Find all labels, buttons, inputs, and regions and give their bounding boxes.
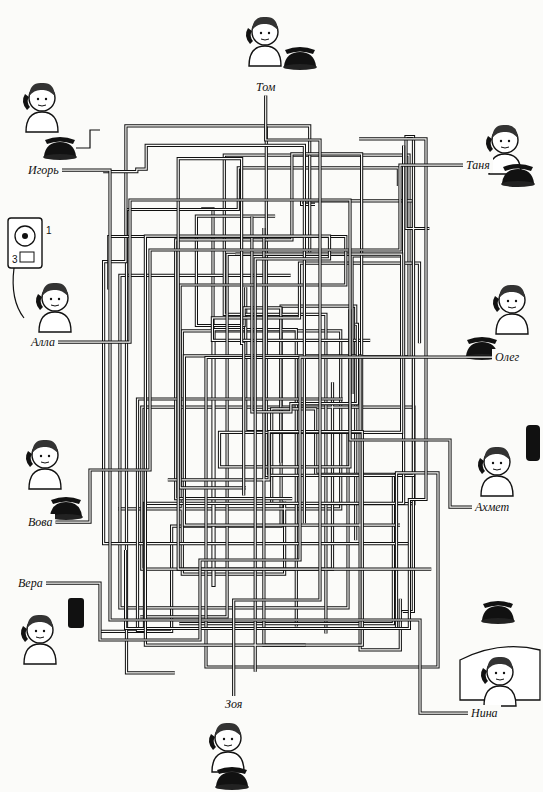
phone-wire — [46, 357, 492, 640]
name-label: Том — [253, 79, 278, 95]
person-name: Таня — [466, 158, 490, 172]
phone-wire — [234, 95, 320, 696]
nina-figure — [460, 601, 540, 706]
vova-figure — [26, 440, 83, 520]
name-label: Зоя — [222, 696, 245, 712]
igor-figure — [23, 83, 100, 160]
person-name: Нина — [471, 706, 498, 720]
person-name: Ахмет — [475, 500, 509, 514]
person-name: Том — [256, 80, 275, 94]
person-name: Олег — [495, 350, 519, 364]
person-name: Алла — [31, 335, 55, 349]
person-name: Вова — [28, 515, 52, 529]
name-label: Вера — [15, 575, 46, 591]
dial-digit: 1 — [46, 226, 52, 236]
phone-wire — [62, 170, 468, 713]
tom-figure — [246, 17, 317, 70]
zoya-figure — [209, 723, 249, 790]
vera-figure — [21, 598, 84, 664]
alla-figure — [8, 218, 71, 332]
name-label: Вова — [25, 514, 55, 530]
name-label: Нина — [468, 705, 501, 721]
name-label: Ахмет — [472, 499, 512, 515]
person-name: Игорь — [28, 163, 59, 177]
name-label: Игорь — [25, 162, 62, 178]
name-label: Олег — [492, 349, 522, 365]
name-label: Алла — [28, 334, 58, 350]
name-label: Таня — [463, 157, 493, 173]
tanya-figure — [486, 125, 535, 187]
person-name: Зоя — [225, 697, 242, 711]
person-name: Вера — [18, 576, 43, 590]
phone-wire — [58, 200, 472, 507]
dial-digit: 3 — [12, 255, 18, 265]
akhmet-figure — [478, 425, 540, 496]
